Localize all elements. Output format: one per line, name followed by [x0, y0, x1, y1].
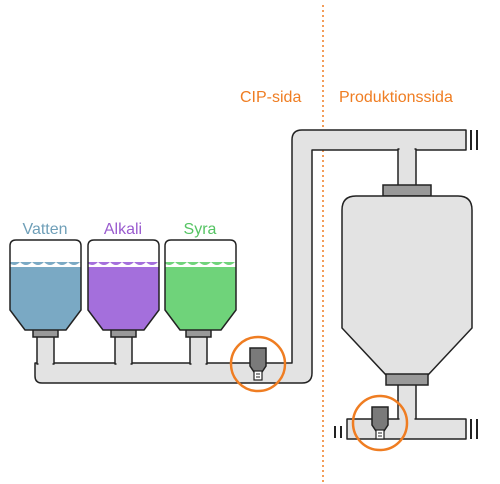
sensor-production	[351, 394, 409, 452]
sensor-icon	[371, 406, 389, 432]
tank-alkali: Alkali	[87, 221, 160, 331]
liquid-wave	[165, 262, 236, 267]
tank-label: Alkali	[104, 221, 142, 238]
tank-vatten: Vatten	[9, 221, 82, 331]
vessel-body	[341, 195, 473, 376]
cip-side-label: CIP-sida	[240, 89, 301, 106]
pipe-end-marks	[334, 130, 478, 439]
sensor-highlight-ring	[229, 335, 287, 393]
vessel-top-flange	[382, 184, 432, 197]
tank-label: Vatten	[22, 221, 67, 238]
liquid-wave	[10, 262, 81, 267]
sensor-highlight-ring	[351, 394, 409, 452]
liquid-wave	[88, 262, 159, 267]
sensor-cip	[229, 335, 287, 393]
tank-outline	[164, 239, 237, 331]
sensor-icon	[249, 347, 267, 373]
tank-outline	[87, 239, 160, 331]
tank-liquid	[88, 262, 159, 330]
tank-syra: Syra	[164, 221, 237, 331]
tank-liquid	[10, 262, 81, 330]
vessel-bottom-flange	[385, 373, 429, 386]
production-side-label: Produktionssida	[339, 89, 453, 106]
tank-outline	[9, 239, 82, 331]
tank-label: Syra	[184, 221, 217, 238]
tank-liquid	[165, 262, 236, 330]
process-vessel	[341, 184, 473, 386]
